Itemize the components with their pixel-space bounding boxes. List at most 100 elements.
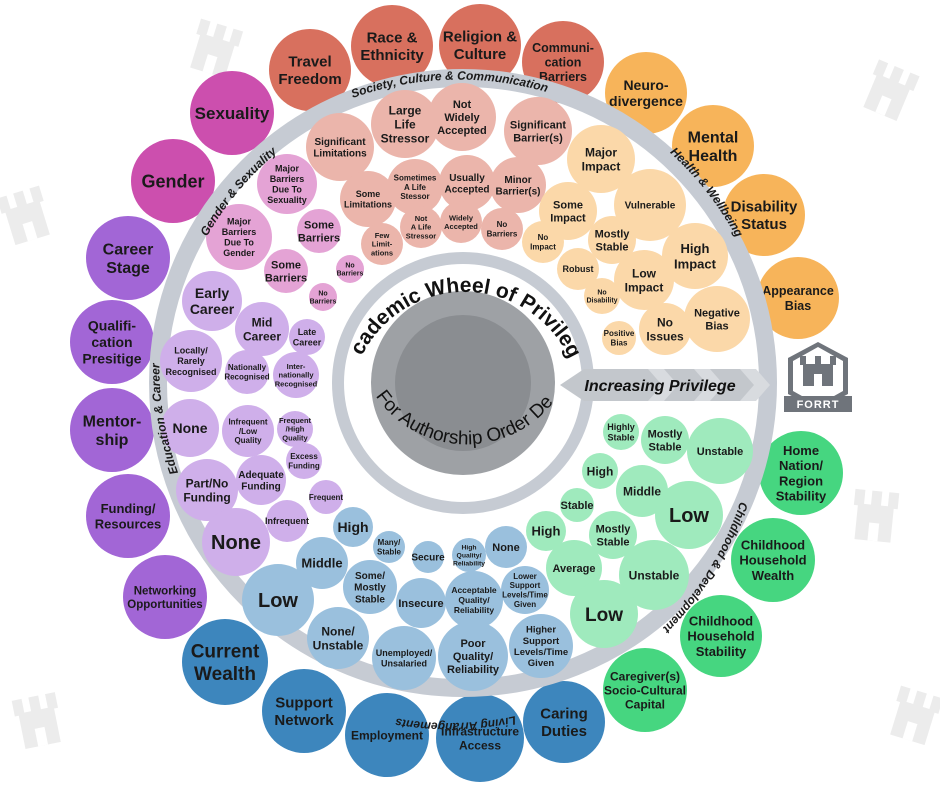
inner-item: None (485, 526, 527, 568)
inner-item-label: Frequent (309, 493, 344, 502)
inner-item-circle (371, 90, 439, 158)
inner-item-circle (400, 206, 442, 248)
inner-item-label: Many/Stable (377, 538, 402, 556)
inner-item-circle (257, 154, 317, 214)
inner-item-circle (582, 453, 618, 489)
inner-item-label: Robust (563, 264, 594, 274)
inner-item-circle (526, 511, 566, 551)
outer-item-circle (86, 216, 170, 300)
inner-item-circle (396, 578, 446, 628)
inner-item-circle (438, 621, 508, 691)
outer-item-label: Funding/Resources (95, 501, 161, 531)
inner-item-circle (603, 414, 639, 450)
inner-item: Average (546, 540, 602, 596)
inner-item-label: High (587, 464, 614, 478)
inner-item-circle (306, 113, 374, 181)
inner-item-circle (557, 248, 599, 290)
inner-item-label: Stable (560, 500, 593, 512)
outer-item-circle (603, 648, 687, 732)
forrt-logo: FORRT (784, 342, 852, 412)
outer-item: Religion &Culture (439, 4, 521, 86)
inner-item-label: Average (552, 563, 595, 575)
inner-item-circle (589, 511, 637, 559)
inner-item-label: High (532, 524, 561, 539)
outer-item-circle (131, 139, 215, 223)
inner-item: None (161, 399, 219, 457)
inner-item: Infrequent (265, 500, 309, 542)
outer-item: Funding/Resources (86, 474, 170, 558)
inner-item-circle (202, 508, 270, 576)
outer-item-circle (605, 52, 687, 134)
inner-item-circle (235, 302, 289, 356)
inner-item-circle (662, 223, 728, 289)
outer-item-circle (262, 669, 346, 753)
outer-item-circle (439, 4, 521, 86)
inner-item: None/Unstable (307, 607, 369, 669)
center-hub (332, 252, 594, 514)
inner-item-label: None (492, 542, 520, 554)
inner-item: Unstable (619, 540, 689, 610)
inner-item-circle (428, 83, 496, 151)
inner-item-circle (296, 537, 348, 589)
inner-item-circle (277, 411, 313, 447)
inner-item-circle (236, 455, 286, 505)
inner-item-label: Low (258, 590, 298, 612)
inner-item-circle (176, 459, 238, 521)
outer-item: Neuro-divergence (605, 52, 687, 134)
watermark-castles (0, 18, 940, 750)
outer-item: Mentor-ship (70, 388, 154, 472)
outer-item: Sexuality (190, 71, 274, 155)
outer-item-circle (523, 681, 605, 763)
inner-item-circle (481, 208, 523, 250)
outer-item-label: Neuro-divergence (609, 77, 683, 109)
